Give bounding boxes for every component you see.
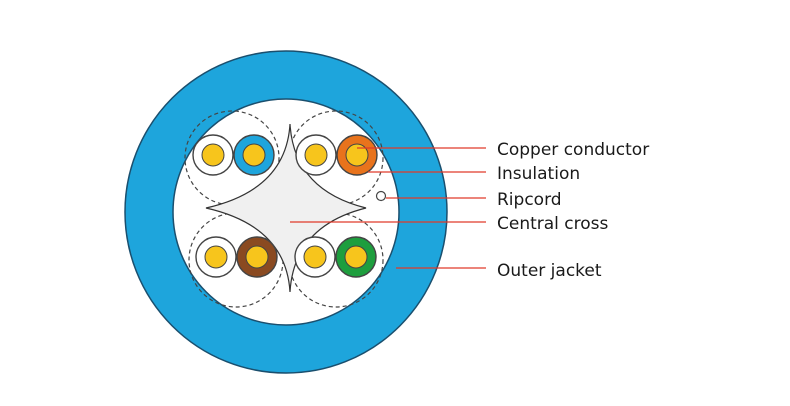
label-outer-jacket: Outer jacket: [497, 261, 602, 281]
label-insulation: Insulation: [497, 164, 580, 184]
label-copper-conductor: Copper conductor: [497, 140, 649, 160]
label-central-cross: Central cross: [497, 214, 609, 234]
conductor: [242, 143, 266, 167]
conductor: [201, 143, 225, 167]
conductor: [303, 245, 327, 269]
ripcord: [375, 190, 387, 202]
wire-pair-brown: [195, 236, 278, 278]
leader-lines: [290, 147, 486, 269]
conductor: [345, 143, 369, 167]
conductor: [344, 245, 368, 269]
conductor: [245, 245, 269, 269]
central-cross: [205, 123, 367, 293]
conductor: [304, 143, 328, 167]
wire-pair-orange: [295, 134, 378, 176]
wire-pair-blue: [192, 134, 275, 176]
wire-pair-green: [294, 236, 377, 278]
label-ripcord: Ripcord: [497, 190, 562, 210]
conductor: [204, 245, 228, 269]
